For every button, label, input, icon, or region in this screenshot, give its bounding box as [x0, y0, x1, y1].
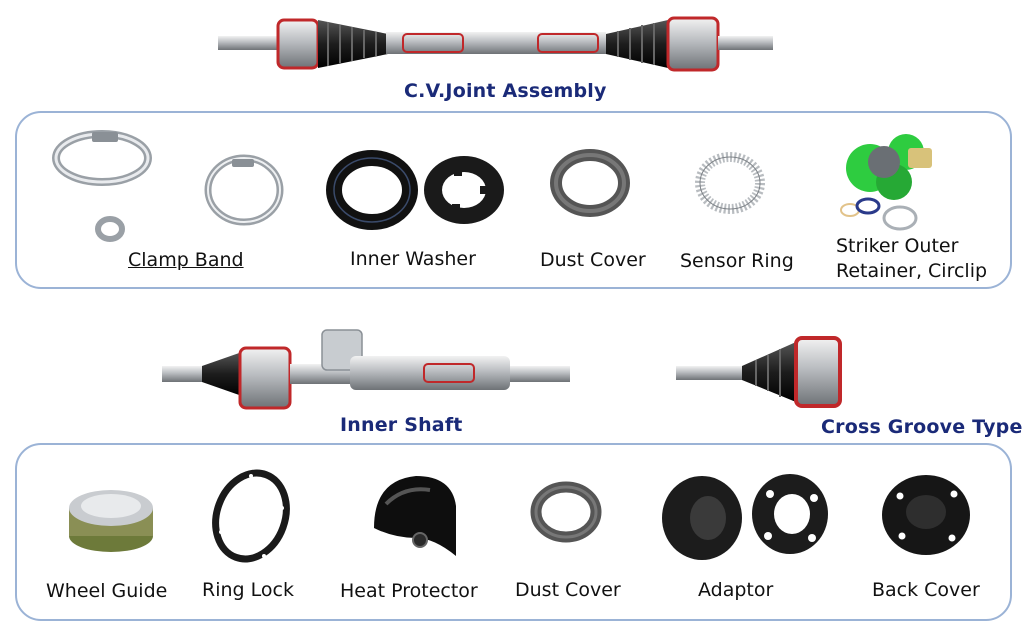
label-striker-outer: Striker Outer [836, 235, 959, 257]
label-ring-lock: Ring Lock [202, 579, 294, 601]
heading-cv-joint-assembly: C.V.Joint Assembly [404, 80, 607, 102]
label-clamp-band: Clamp Band [128, 249, 244, 271]
inner-washer-icon [326, 150, 504, 230]
label-adaptor: Adaptor [698, 579, 774, 601]
clamp-band-icon [52, 130, 284, 242]
label-dust-cover-bottom: Dust Cover [515, 579, 621, 601]
label-inner-washer: Inner Washer [350, 248, 476, 270]
label-retainer-circlip: Retainer, Circlip [836, 260, 988, 282]
sensor-ring-icon [695, 152, 765, 214]
dust-cover-icon-bottom [530, 481, 602, 543]
label-wheel-guide: Wheel Guide [46, 580, 168, 602]
cross-groove-type-image [676, 336, 842, 408]
label-heat-protector: Heat Protector [340, 580, 478, 602]
dust-cover-icon [550, 149, 630, 217]
inner-shaft-image [162, 329, 570, 410]
back-cover-icon [882, 475, 970, 555]
cv-joint-assembly-image [218, 16, 773, 72]
heading-cross-groove-type: Cross Groove Type [821, 416, 1023, 438]
label-dust-cover-top: Dust Cover [540, 249, 646, 271]
ring-lock-icon [212, 469, 290, 563]
heat-protector-icon [374, 476, 456, 556]
label-sensor-ring: Sensor Ring [680, 250, 794, 272]
panel-bottom-components [15, 443, 1012, 621]
panel-top-components [15, 111, 1012, 289]
striker-retainer-circlip-icon [840, 134, 932, 231]
heading-inner-shaft: Inner Shaft [340, 414, 463, 436]
wheel-guide-icon [69, 490, 153, 552]
label-back-cover: Back Cover [872, 579, 980, 601]
adaptor-icon [662, 474, 828, 560]
